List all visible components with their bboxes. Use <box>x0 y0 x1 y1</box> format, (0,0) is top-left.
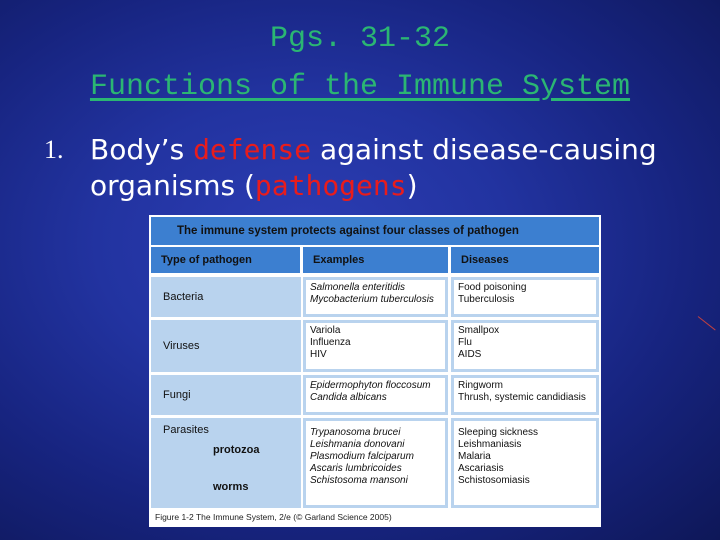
decorative-line <box>697 316 716 331</box>
disease-item: Ascariasis <box>458 463 504 474</box>
example-item: Candida albicans <box>310 392 387 403</box>
cell-diseases-parasites: Sleeping sickness Leishmaniasis Malaria … <box>451 418 599 508</box>
cell-examples-viruses: Variola Influenza HIV <box>303 320 448 372</box>
figure-caption: Figure 1-2 The Immune System, 2/e (© Gar… <box>155 512 392 522</box>
bullet-text-b: against disease-causing organisms ( <box>90 133 657 202</box>
highlight-defense: defense <box>193 133 312 166</box>
example-item: Leishmania donovani <box>310 439 405 450</box>
disease-item: Tuberculosis <box>458 294 515 305</box>
disease-item: Flu <box>458 337 472 348</box>
column-header-diseases: Diseases <box>451 247 599 273</box>
disease-item: Food poisoning <box>458 282 527 293</box>
example-item: Salmonella enteritidis <box>310 282 406 293</box>
disease-item: AIDS <box>458 349 482 360</box>
bullet-number: 1. <box>44 135 64 164</box>
example-item: Plasmodium falciparum <box>310 451 414 462</box>
bullet-text-c: ) <box>406 169 418 202</box>
row-label-bacteria: Bacteria <box>151 277 301 317</box>
slide-title-topic: Functions of the Immune System <box>89 70 631 104</box>
column-header-type: Type of pathogen <box>151 247 300 273</box>
cell-diseases-viruses: Smallpox Flu AIDS <box>451 320 599 372</box>
column-header-examples: Examples <box>303 247 448 273</box>
row-label-viruses: Viruses <box>151 320 301 372</box>
row-label-parasites: Parasites protozoa worms <box>151 418 301 508</box>
disease-item: Smallpox <box>458 325 500 336</box>
cell-examples-parasites: Trypanosoma brucei Leishmania donovani P… <box>303 418 448 508</box>
disease-item: Ringworm <box>458 380 504 391</box>
pathogen-table-figure: The immune system protects against four … <box>149 215 601 527</box>
example-item: HIV <box>310 349 327 360</box>
disease-item: Sleeping sickness <box>458 427 539 438</box>
bullet-text: Body’s defense against disease-causing o… <box>90 132 690 204</box>
disease-item: Schistosomiasis <box>458 475 530 486</box>
cell-diseases-bacteria: Food poisoning Tuberculosis <box>451 277 599 317</box>
cell-examples-fungi: Epidermophyton floccosum Candida albican… <box>303 375 448 415</box>
disease-item: Thrush, systemic candidiasis <box>458 392 586 403</box>
bullet-text-a: Body’s <box>90 133 194 166</box>
example-item: Epidermophyton floccosum <box>310 380 431 391</box>
example-item: Influenza <box>310 337 351 348</box>
example-item: Ascaris lumbricoides <box>310 463 402 474</box>
subtype-worms: worms <box>213 481 249 493</box>
cell-examples-bacteria: Salmonella enteritidis Mycobacterium tub… <box>303 277 448 317</box>
parasites-label: Parasites <box>163 424 209 436</box>
figure-heading: The immune system protects against four … <box>151 217 599 245</box>
highlight-pathogens: pathogens <box>254 169 407 202</box>
row-label-fungi: Fungi <box>151 375 301 415</box>
example-item: Schistosoma mansoni <box>310 475 408 486</box>
example-item: Variola <box>310 325 341 336</box>
disease-item: Malaria <box>458 451 491 462</box>
example-item: Mycobacterium tuberculosis <box>310 294 434 305</box>
disease-item: Leishmaniasis <box>458 439 522 450</box>
cell-diseases-fungi: Ringworm Thrush, systemic candidiasis <box>451 375 599 415</box>
example-item: Trypanosoma brucei <box>310 427 401 438</box>
slide-title-pages: Pgs. 31-32 <box>269 22 451 56</box>
subtype-protozoa: protozoa <box>213 444 260 456</box>
